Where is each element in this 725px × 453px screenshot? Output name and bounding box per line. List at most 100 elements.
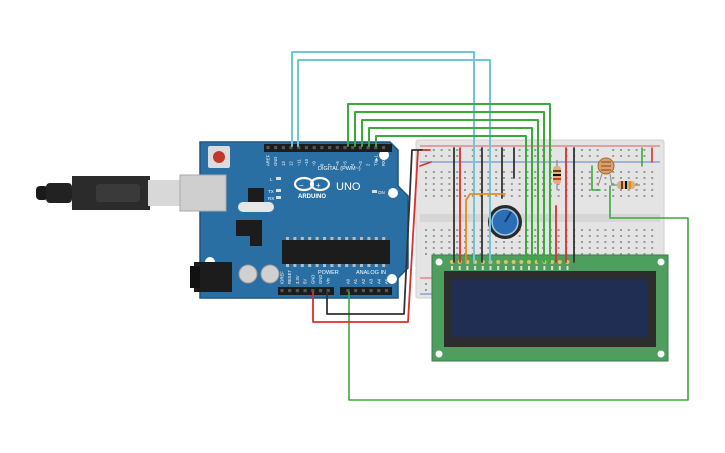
pin-label: GND [273,157,278,166]
mount-hole [388,188,398,198]
header-pin[interactable] [320,146,324,150]
pin-label: Vin [326,277,331,284]
wire-green[interactable] [347,103,551,263]
pin-label: AREF [266,154,271,166]
pin-label: ~6 [335,161,340,166]
header-pin[interactable] [288,289,292,293]
wire-green[interactable] [361,119,539,263]
lcd-pin[interactable] [496,260,501,264]
pin-label: 13 [281,161,286,166]
wire-green[interactable] [354,111,545,263]
lcd-pin[interactable] [527,260,531,264]
header-pin[interactable] [274,146,278,150]
power-jack [194,262,232,292]
regulator-chip [236,220,262,236]
lcd-pin[interactable] [511,260,516,264]
atmega-chip [282,240,390,264]
lcd-16x2[interactable] [431,254,669,362]
header-pin[interactable] [304,146,309,150]
lcd-pin[interactable] [503,260,508,264]
resistor[interactable] [612,181,640,189]
potentiometer[interactable] [488,205,522,239]
arduino-uno-board[interactable]: − + ARDUINO UNO DIGITAL (PWM~) POWER ANA… [179,141,409,299]
pin-label: ~3 [358,161,363,166]
wire-orange[interactable] [465,193,506,263]
digital-label: DIGITAL (PWM~) [318,166,361,172]
led-rx-label: RX [268,196,274,201]
pin-label: 5V [303,279,308,284]
usb-jack [179,174,227,212]
header-pin[interactable] [381,146,386,150]
header-pin[interactable] [343,146,347,150]
capacitor [238,264,258,284]
header-pin[interactable] [295,289,299,293]
pin-label: A4 [376,278,381,284]
resistor[interactable] [553,160,561,190]
led-on-label: ON [378,190,385,195]
photoresistor[interactable] [597,157,615,187]
mount-hole [379,150,389,160]
header-pin[interactable] [377,289,381,293]
capacitor [260,264,280,284]
pin-label: A0 [346,278,351,284]
header-pin[interactable] [303,289,307,293]
header-pin[interactable] [281,146,285,150]
pin-label: 4 [350,163,355,166]
lcd-pin[interactable] [557,260,562,264]
header-pin[interactable] [335,146,339,150]
header-pin[interactable] [351,146,355,150]
wire-cyan[interactable] [297,59,491,263]
header-pin[interactable] [312,146,316,150]
pin-label: RESET [287,270,292,284]
pin-label: ~10 [304,158,309,166]
model-label: UNO [336,181,361,193]
lcd-pin[interactable] [450,260,454,264]
header-pin[interactable] [318,289,323,293]
analog-label: ANALOG IN [356,270,386,276]
wire-green[interactable] [348,185,689,401]
header-pin[interactable] [358,146,362,150]
header-pin[interactable] [354,289,358,293]
pin-label: ~11 [296,159,301,166]
pin-label: GND [318,275,323,284]
header-pin[interactable] [384,289,389,293]
header-pin[interactable] [361,289,365,293]
wire-black[interactable] [326,149,423,315]
usb-chip [248,188,264,202]
analog-header[interactable] [340,287,392,295]
header-pin[interactable] [369,289,373,293]
crystal [238,202,274,212]
lcd-pin[interactable] [519,260,524,264]
pin-label: A3 [369,278,374,284]
usb-cable[interactable] [36,176,204,210]
header-pin[interactable] [346,289,350,293]
header-pin[interactable] [311,289,315,293]
pin-label: 3.3V [295,275,300,284]
header-pin[interactable] [289,146,293,150]
pin-label: ~5 [343,161,348,166]
header-pin[interactable] [328,146,332,150]
wire-green[interactable] [375,135,527,263]
pin-label: 2 [366,163,371,166]
header-pin[interactable] [280,289,284,293]
wire-cyan[interactable] [291,51,475,263]
mount-hole [387,274,397,284]
header-pin[interactable] [326,289,330,293]
wire-green[interactable] [591,165,601,191]
pin-label: GND [310,275,315,284]
brand-label: ARDUINO [298,194,326,200]
svg-text:+: + [316,181,321,190]
header-pin[interactable] [266,146,270,150]
header-pin[interactable] [374,146,378,150]
header-pin[interactable] [297,146,301,150]
pin-label: ~9 [312,161,317,166]
header-pin[interactable] [366,146,370,150]
wire-red[interactable] [419,161,432,167]
led-l-label: L [270,177,273,182]
wire-green[interactable] [368,127,533,263]
lcd-pin[interactable] [550,260,555,264]
led-tx-label: TX [268,189,274,194]
pin-label: A1 [353,278,358,284]
arduino-logo: − + [293,176,331,192]
